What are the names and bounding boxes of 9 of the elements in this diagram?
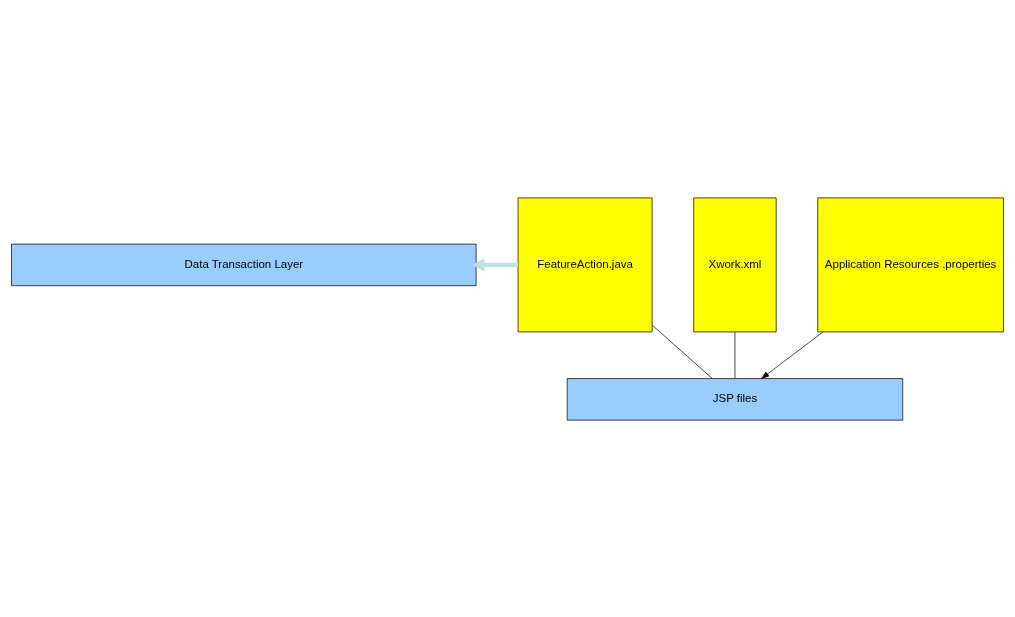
- arrow: [761, 331, 824, 379]
- node-box: Data Transaction Layer: [11, 243, 477, 286]
- arrow: [471, 257, 519, 271]
- node-box: Application Resources .properties: [817, 197, 1004, 332]
- node-box: JSP files: [566, 377, 904, 420]
- connector: [652, 324, 713, 379]
- node-box: FeatureAction.java: [517, 197, 653, 332]
- node-box: Xwork.xml: [693, 197, 777, 332]
- connector: [734, 331, 736, 379]
